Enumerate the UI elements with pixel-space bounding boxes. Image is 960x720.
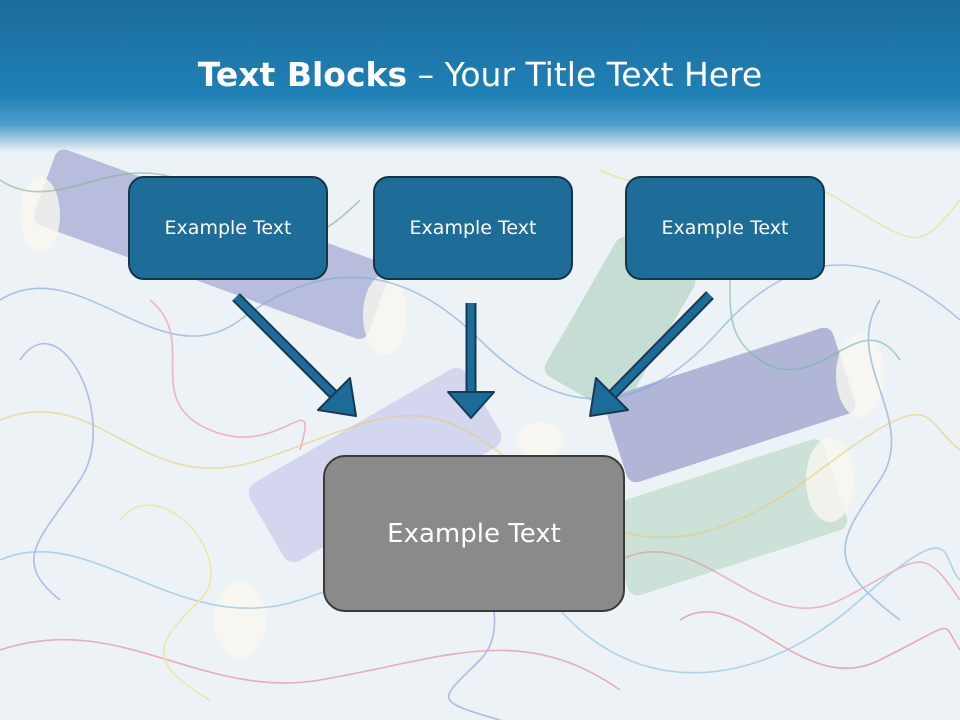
title-band (0, 0, 960, 152)
text-block-3-label: Example Text (661, 217, 789, 239)
center-text-block-label: Example Text (387, 518, 561, 549)
text-block-1[interactable]: Example Text (128, 176, 328, 280)
center-text-block[interactable]: Example Text (323, 455, 625, 612)
text-block-3[interactable]: Example Text (625, 176, 825, 280)
title-bold-text: Text Blocks (197, 55, 408, 94)
text-block-2[interactable]: Example Text (373, 176, 573, 280)
title-rest-text: – Your Title Text Here (407, 55, 763, 94)
text-block-1-label: Example Text (164, 217, 292, 239)
text-block-2-label: Example Text (409, 217, 537, 239)
slide-title: Text Blocks – Your Title Text Here (0, 50, 960, 100)
